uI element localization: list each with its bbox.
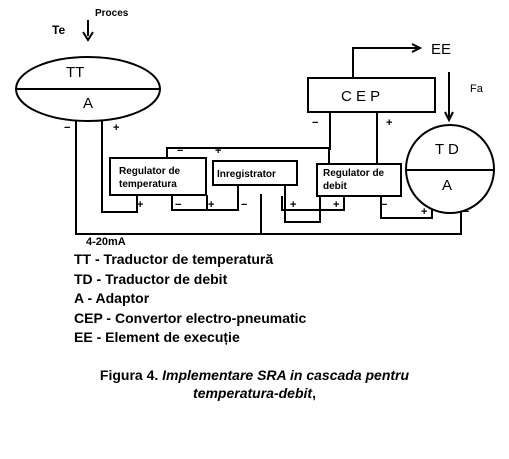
- legend: TT - Traductor de temperatură TD - Tradu…: [74, 250, 374, 348]
- regulator-temperatura-box: [109, 157, 207, 196]
- reg-temp-to-reg-debit-line: [166, 147, 330, 164]
- tt-minus-loop: [75, 121, 262, 235]
- td-minus-loop: [261, 212, 462, 235]
- reg-temp-to-recorder: [171, 185, 239, 211]
- cascade-control-diagram: Proces Te EE Fa 4-20mA TT A C E P T D A …: [15, 8, 495, 248]
- caption-prefix: Figura 4.: [99, 367, 163, 383]
- reg-debit-label-line1: Regulator de: [323, 168, 385, 179]
- td-label: T D: [435, 141, 459, 158]
- recorder-plus-sign: +: [290, 199, 296, 211]
- td-plus-sign: +: [421, 206, 427, 218]
- ee-label: EE: [431, 41, 451, 58]
- legend-item-tt: TT - Traductor de temperatură: [74, 251, 274, 267]
- reg-debit-plus-sign: +: [333, 199, 339, 211]
- caption-line-1: Figura 4. Implementare SRA in cascada pe…: [0, 366, 509, 384]
- cep-minus-sign: −: [312, 117, 318, 129]
- caption-line-2: temperatura-debit,: [0, 384, 509, 402]
- cep-box: [307, 77, 436, 113]
- reg-temp-top-plus-sign: +: [215, 145, 221, 157]
- inregistrator-box: [212, 160, 298, 186]
- td-adaptor-label: A: [442, 177, 452, 194]
- caption-title-line-1: Implementare SRA in cascada pentru: [162, 367, 410, 383]
- figure-caption: Figura 4. Implementare SRA in cascada pe…: [0, 366, 509, 402]
- tt-plus-line: [101, 121, 138, 213]
- reg-temp-plus-right-sign: +: [208, 199, 214, 211]
- reg-debit-label-line2: debit: [323, 181, 348, 192]
- reg-temp-minus-bottom-sign: −: [175, 199, 181, 211]
- td-minus-sign: −: [463, 206, 469, 218]
- reg-debit-to-td-plus: [380, 196, 433, 219]
- proces-arrow: [82, 20, 94, 42]
- tt-plus-sign: +: [113, 122, 119, 134]
- proces-label: Proces: [95, 8, 129, 19]
- caption-title-line-2: temperatura-debit: [193, 385, 313, 401]
- fa-label: Fa: [470, 83, 484, 95]
- legend-item-ee: EE - Element de execuție: [74, 329, 240, 345]
- reg-debit-minus-sign: −: [381, 199, 387, 211]
- current-signal-label: 4-20mA: [86, 236, 126, 248]
- reg-temp-label-line1: Regulator de: [119, 166, 181, 177]
- cep-plus-sign: +: [386, 117, 392, 129]
- tt-label: TT: [66, 64, 84, 81]
- legend-item-cep: CEP - Convertor electro-pneumatic: [74, 309, 307, 326]
- cep-label: C E P: [341, 88, 380, 105]
- regulator-debit-box: [316, 163, 402, 197]
- recorder-minus-sign: −: [241, 199, 247, 211]
- reg-temp-plus-bottom-sign: +: [137, 199, 143, 211]
- cep-to-ee-line: [352, 43, 423, 78]
- inregistrator-label: Inregistrator: [217, 169, 276, 180]
- legend-item-a: A - Adaptor: [74, 290, 150, 306]
- reg-temp-label-line2: temperatura: [119, 179, 177, 190]
- recorder-loop-wire: [281, 196, 345, 211]
- tt-minus-sign: −: [64, 122, 70, 134]
- reg-temp-top-minus-sign: −: [177, 145, 183, 157]
- tt-adaptor-label: A: [83, 95, 93, 112]
- legend-item-td: TD - Traductor de debit: [74, 270, 228, 287]
- te-label: Te: [52, 23, 65, 37]
- caption-suffix: ,: [312, 385, 316, 401]
- fa-arrow: [444, 72, 454, 123]
